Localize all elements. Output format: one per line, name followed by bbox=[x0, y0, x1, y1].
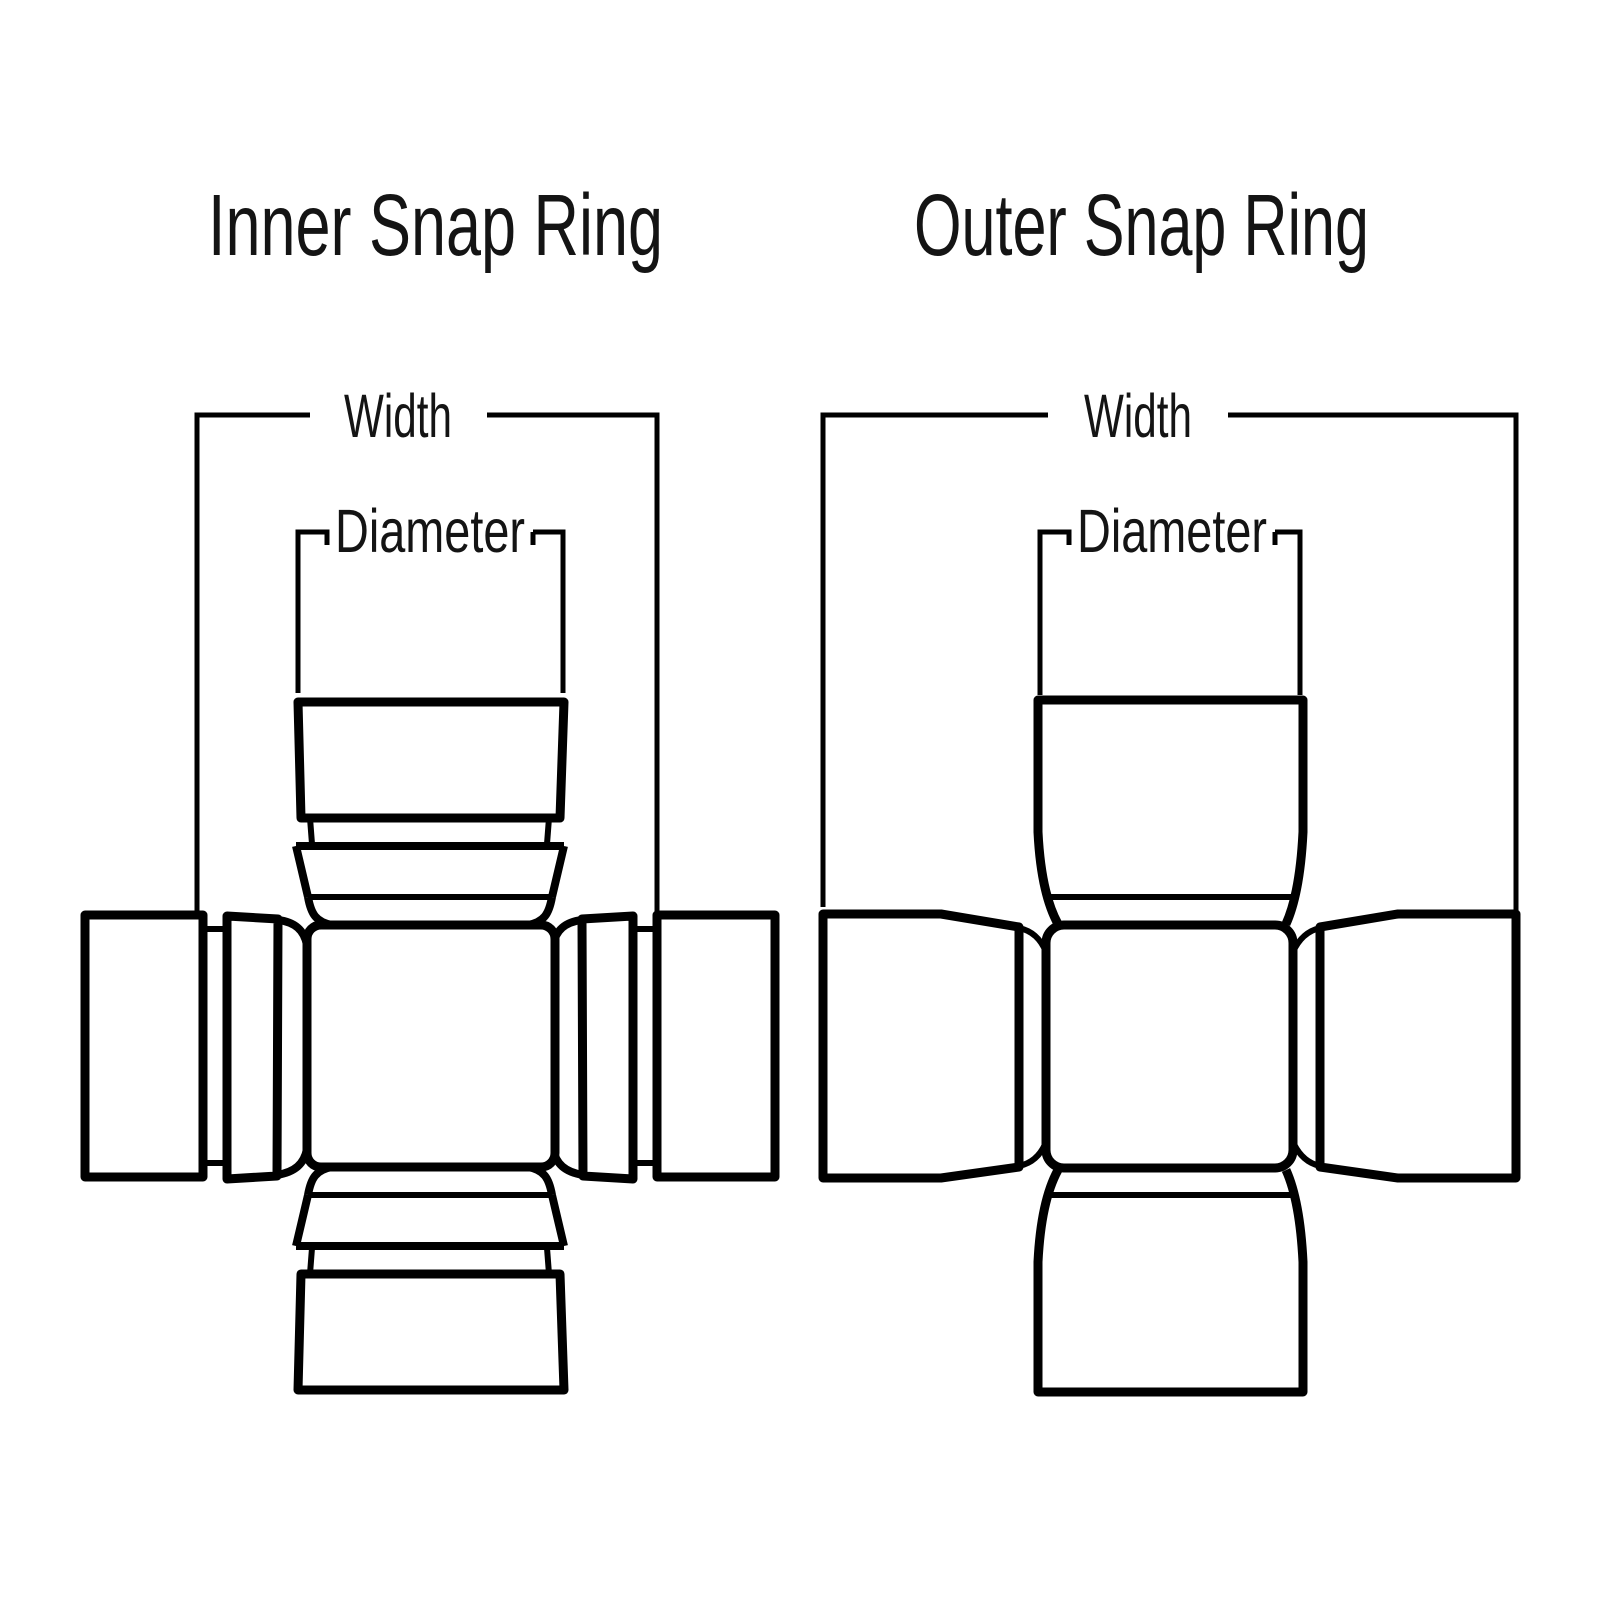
cross-center-body bbox=[302, 920, 560, 1172]
bottom-trunnion-flare bbox=[292, 1194, 568, 1250]
outer-width-dimension: Width bbox=[820, 382, 1519, 911]
inner-cross-drawing bbox=[80, 697, 780, 1395]
outer-diagram-title: Outer Snap Ring bbox=[914, 177, 1369, 274]
right-bearing-cap bbox=[652, 910, 780, 1182]
outer-diameter-label: Diameter bbox=[1077, 497, 1267, 565]
inner-width-dimension: Width bbox=[194, 382, 660, 913]
top-bearing-cap bbox=[1033, 695, 1308, 927]
outer-diameter-dimension: Diameter bbox=[1037, 497, 1303, 695]
inner-diameter-dimension: Diameter bbox=[295, 497, 566, 693]
left-bearing-cap bbox=[818, 909, 1024, 1183]
cross-center-body bbox=[1041, 920, 1298, 1173]
top-snap-ring-groove bbox=[307, 817, 552, 845]
inner-width-label: Width bbox=[344, 382, 452, 450]
outer-snap-ring-diagram: Outer Snap Ring Width Diameter bbox=[818, 177, 1521, 1397]
top-trunnion-flare bbox=[292, 842, 568, 898]
diameter-bracket bbox=[1037, 529, 1303, 695]
outer-width-label: Width bbox=[1084, 382, 1192, 450]
left-bearing-cap bbox=[80, 910, 208, 1182]
inner-diagram-title: Inner Snap Ring bbox=[208, 177, 663, 274]
diameter-bracket bbox=[295, 529, 566, 693]
width-bracket bbox=[820, 412, 1519, 911]
inner-diameter-label: Diameter bbox=[335, 497, 525, 565]
left-snap-ring-band bbox=[222, 911, 283, 1184]
top-bearing-cap bbox=[293, 697, 569, 823]
bottom-bearing-cap bbox=[1033, 1167, 1308, 1397]
inner-snap-ring-diagram: Inner Snap Ring Width Diameter bbox=[80, 177, 780, 1395]
right-bearing-cap bbox=[1315, 909, 1521, 1183]
outer-cross-drawing bbox=[818, 695, 1521, 1397]
bottom-bearing-cap bbox=[293, 1269, 569, 1395]
right-snap-ring-band bbox=[577, 911, 638, 1184]
width-bracket bbox=[194, 412, 660, 913]
